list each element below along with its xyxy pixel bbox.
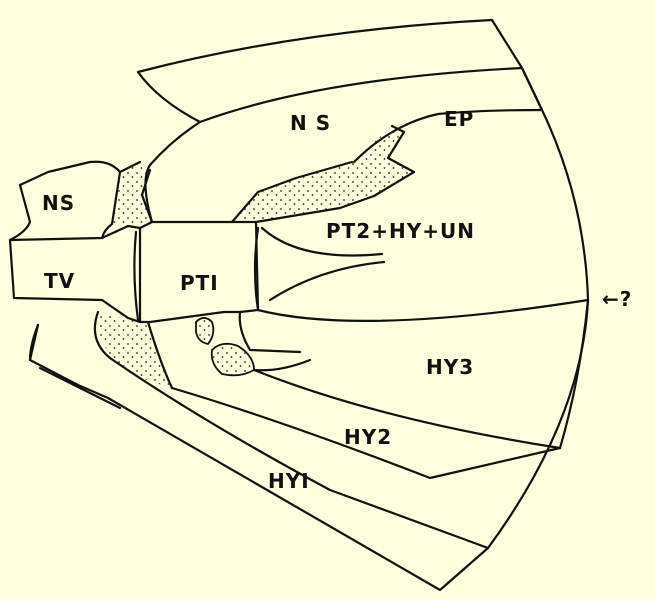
label-ns-upper: N S xyxy=(290,111,331,135)
label-ep: EP xyxy=(444,107,474,131)
stippled-cartilage-lower-left xyxy=(98,312,172,388)
horizontal-divider-arrow xyxy=(258,300,588,321)
stippled-nodule-small xyxy=(196,318,213,344)
hy3-right-edge xyxy=(560,300,588,448)
fan-outer-outline xyxy=(30,20,588,590)
label-hy3: HY3 xyxy=(426,355,474,379)
label-hy1: HYI xyxy=(268,469,310,493)
stippled-nodule-large xyxy=(212,344,254,376)
hy3-inner-outline xyxy=(254,360,310,370)
neural-spine-boundary-ep xyxy=(145,122,200,222)
label-arrow-question: ←? xyxy=(602,287,632,311)
neural-spine-left-lower xyxy=(10,185,30,240)
label-tv: TV xyxy=(44,269,75,293)
label-ns-left: NS xyxy=(42,191,75,215)
hy3-upper-outline xyxy=(240,312,300,352)
label-pt1: PTI xyxy=(180,271,219,295)
fan-right-edge xyxy=(522,68,542,110)
hy3-lower-boundary xyxy=(254,370,560,448)
hy1-lower-stroke xyxy=(40,368,120,408)
stippled-cartilage-upper-right xyxy=(232,126,414,222)
label-pt2-hy-un: PT2+HY+UN xyxy=(326,219,475,243)
label-hy2: HY2 xyxy=(344,425,392,449)
vertebra-joint-line xyxy=(134,232,138,320)
